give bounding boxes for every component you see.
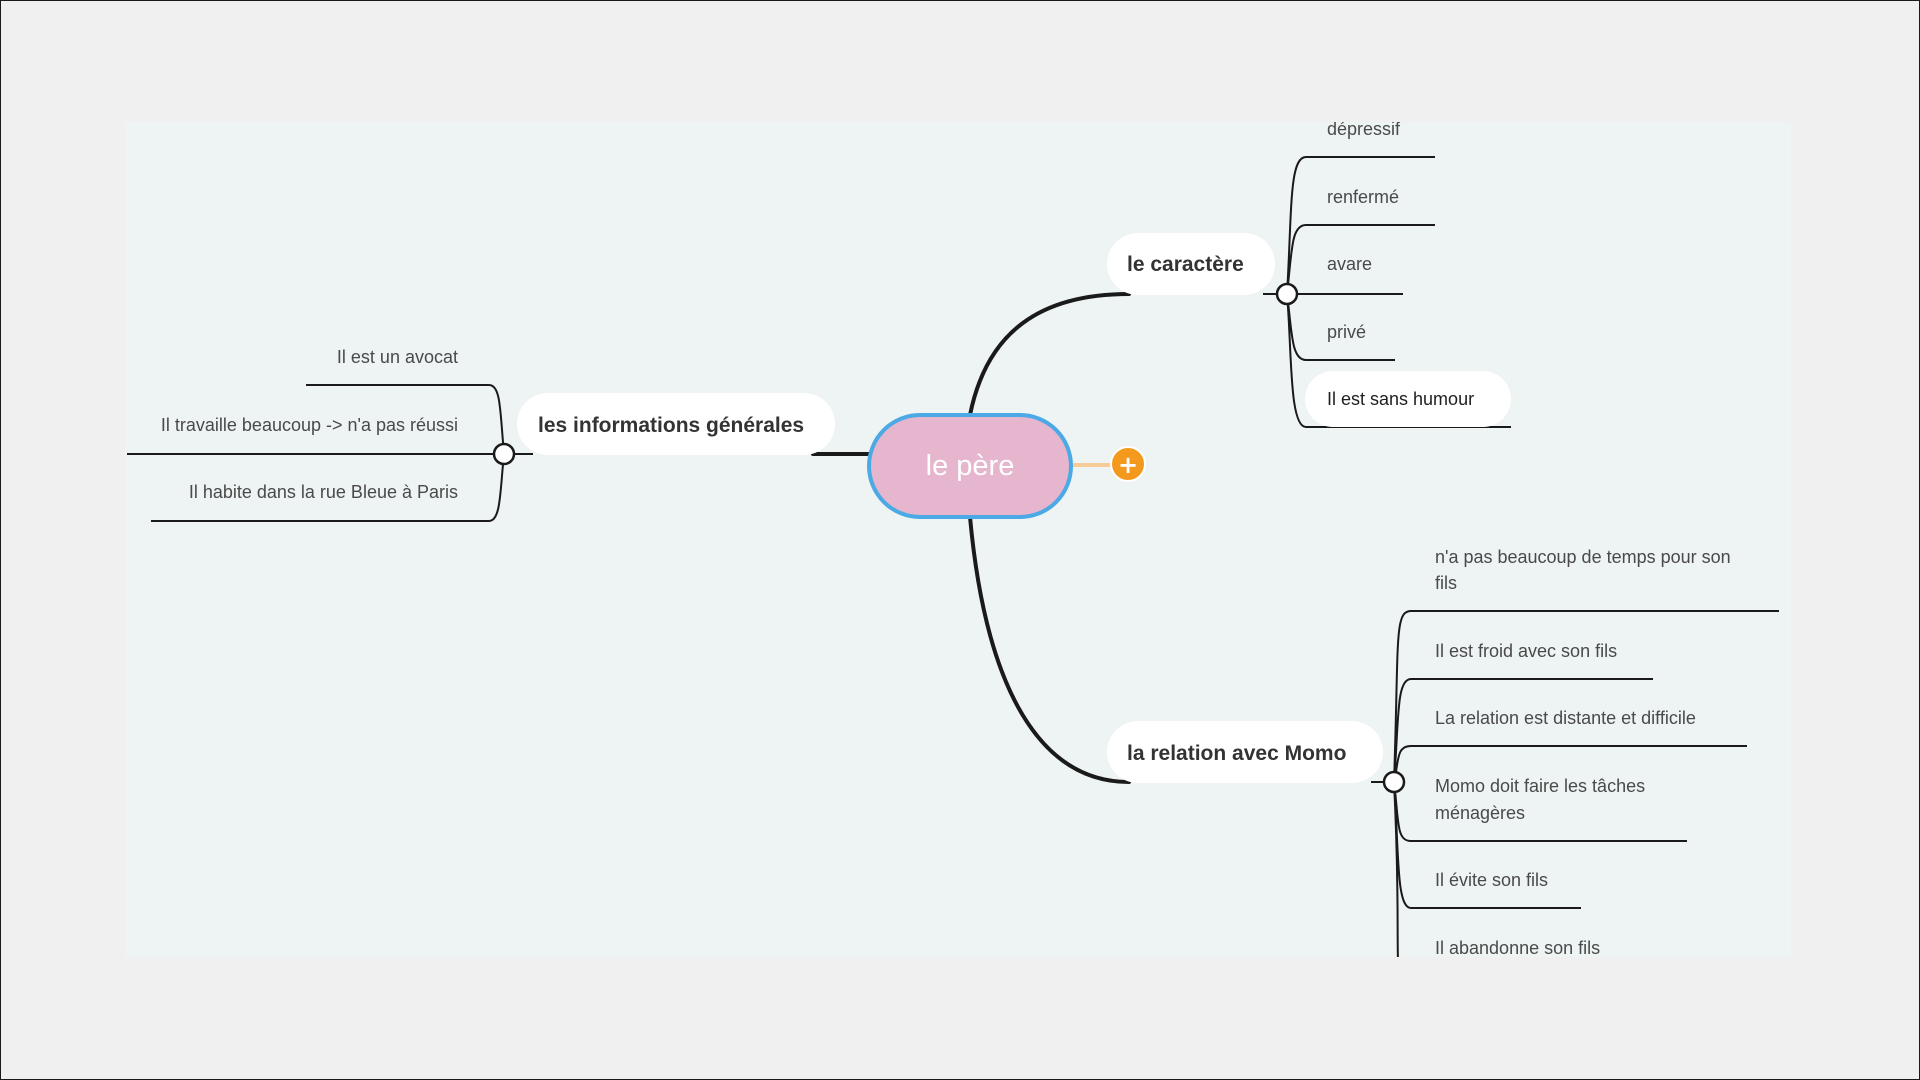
leaf-relation-5[interactable]: Il évite son fils xyxy=(1435,870,1548,890)
leaf-relation-2[interactable]: Il est froid avec son fils xyxy=(1435,641,1617,661)
canvas-background xyxy=(125,122,1791,957)
leaf-relation-3[interactable]: La relation est distante et difficile xyxy=(1435,708,1696,728)
leaf-caractere-3[interactable]: avare xyxy=(1327,254,1372,274)
leaf-caractere-1[interactable]: dépressif xyxy=(1327,119,1401,139)
leaf-informations-1[interactable]: Il est un avocat xyxy=(337,347,458,367)
leaf-relation-6[interactable]: Il abandonne son fils xyxy=(1435,938,1600,958)
add-button[interactable] xyxy=(1110,446,1146,482)
collapse-toggle-caractere[interactable] xyxy=(1275,282,1299,306)
branch-caractere xyxy=(968,292,1131,417)
topic-informations[interactable]: les informations générales xyxy=(538,414,804,437)
leaf-informations-3[interactable]: Il habite dans la rue Bleue à Paris xyxy=(189,482,458,502)
topic-caractere[interactable]: le caractère xyxy=(1127,253,1244,276)
topic-relation-pill[interactable] xyxy=(1107,721,1383,783)
leaf-relation-4-line2[interactable]: ménagères xyxy=(1435,803,1525,823)
fork-relation xyxy=(1393,610,1412,957)
collapse-toggle-informations[interactable] xyxy=(492,442,516,466)
plus-icon[interactable]: + xyxy=(1110,446,1146,482)
leaf-relation-1-line2[interactable]: fils xyxy=(1435,573,1457,593)
leaf-caractere-4[interactable]: privé xyxy=(1327,322,1366,342)
leaf-caractere-2[interactable]: renfermé xyxy=(1327,187,1399,207)
leaf-relation-4-line1[interactable]: Momo doit faire les tâches xyxy=(1435,776,1645,796)
branch-relation xyxy=(968,515,1131,784)
topic-caractere-pill[interactable] xyxy=(1107,233,1275,295)
topic-informations-pill[interactable] xyxy=(517,393,835,455)
collapse-toggle-relation[interactable] xyxy=(1382,770,1406,794)
leaf-caractere-5-highlight xyxy=(1305,371,1511,427)
plus-glyph: + xyxy=(1118,451,1138,479)
fork-caractere xyxy=(1286,156,1403,428)
root-topic-pill[interactable] xyxy=(867,413,1073,519)
topic-relation[interactable]: la relation avec Momo xyxy=(1127,742,1346,765)
root-topic[interactable]: le père xyxy=(926,450,1015,482)
leaf-caractere-5[interactable]: Il est sans humour xyxy=(1327,389,1474,409)
leaf-informations-2[interactable]: Il travaille beaucoup -> n'a pas réussi xyxy=(161,415,458,435)
leaf-relation-1-line1[interactable]: n'a pas beaucoup de temps pour son xyxy=(1435,547,1731,567)
